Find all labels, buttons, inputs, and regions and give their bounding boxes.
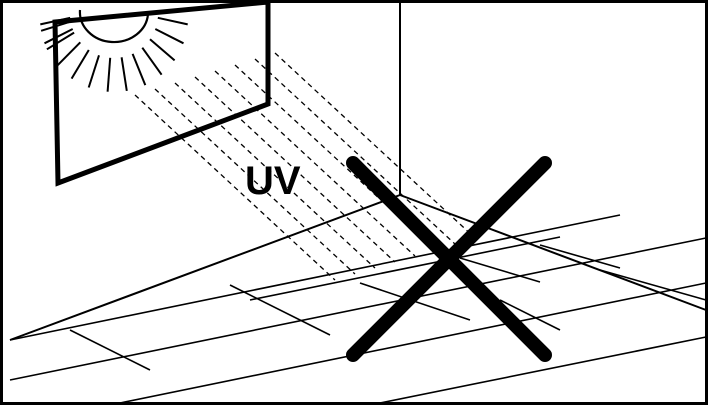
floor-plank-joint bbox=[230, 285, 330, 335]
floor-plank-line bbox=[10, 215, 620, 340]
uv-beam-line bbox=[135, 95, 335, 280]
floor-wall-edge-left bbox=[10, 195, 400, 340]
floor-plank-joint bbox=[600, 270, 706, 300]
uv-beam-line bbox=[275, 53, 475, 238]
floor-plank-joint bbox=[540, 245, 620, 268]
uv-label: UV bbox=[245, 159, 301, 203]
floor-planks bbox=[10, 215, 706, 403]
uv-beam-line bbox=[255, 59, 455, 244]
floor-plank-line bbox=[250, 237, 560, 300]
floor-plank-joint bbox=[70, 330, 150, 370]
cross-mark-icon bbox=[353, 163, 545, 355]
